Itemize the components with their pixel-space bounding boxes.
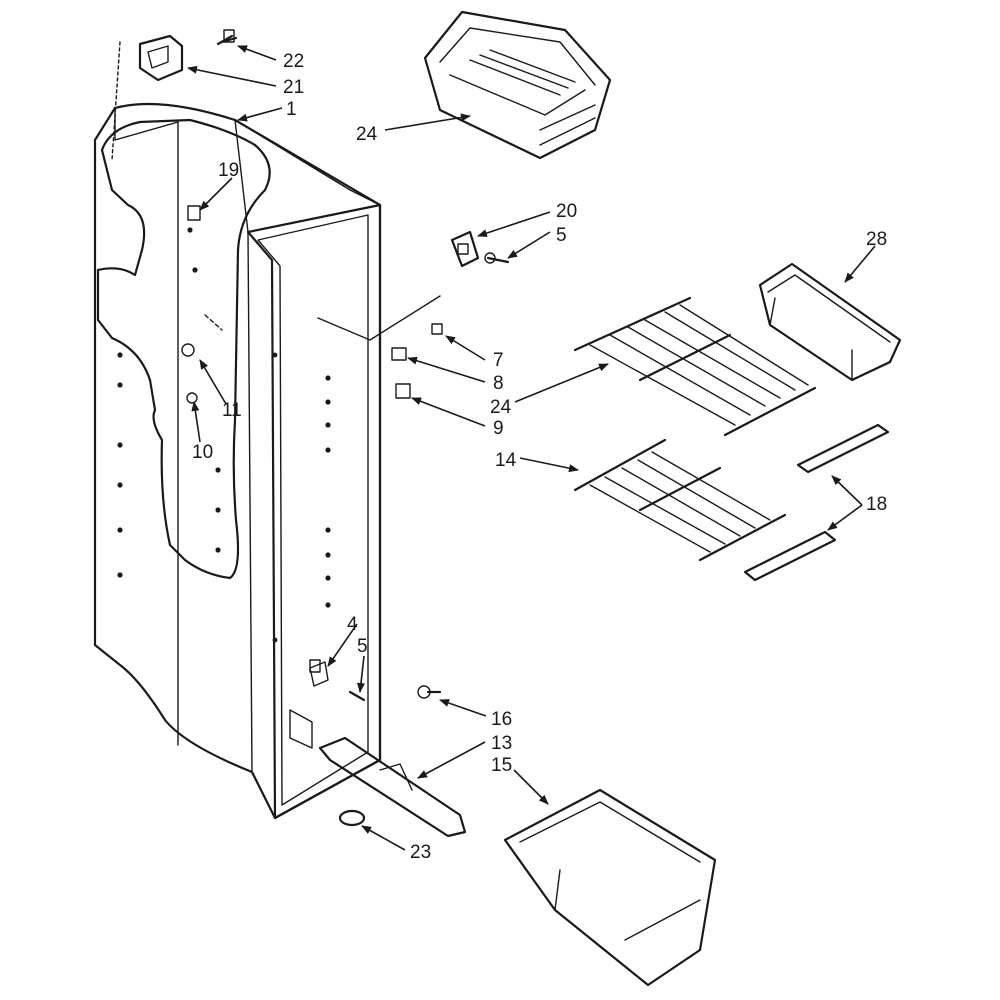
door-bin-part-28 (758, 262, 902, 382)
screw-part-16 (417, 685, 442, 699)
plug-part-22 (338, 809, 366, 827)
rail-part-18 (743, 423, 890, 582)
callout-21: 22 (283, 51, 304, 72)
screw-part-5-upper (484, 252, 510, 264)
cabinet-liner (93, 102, 441, 820)
wire-shelf-part-14 (573, 438, 787, 562)
callout-labels: 22 21 1 24 19 20 5 28 7 8 24 11 9 10 14 … (192, 51, 887, 863)
callout-5-lower: 5 (357, 636, 368, 657)
callout-13: 13 (491, 733, 512, 754)
callout-5-upper: 5 (556, 225, 567, 246)
callout-22: 23 (410, 842, 431, 863)
callout-18: 18 (866, 494, 887, 515)
callout-24: 24 (490, 397, 512, 418)
callout-9: 9 (493, 418, 504, 439)
callout-10: 10 (192, 442, 213, 463)
bracket-part-20 (111, 34, 184, 161)
clip-part-8 (391, 347, 407, 361)
callout-4: 4 (347, 614, 358, 635)
callout-8: 8 (493, 373, 504, 394)
shelf-support-holes (117, 227, 331, 643)
callout-28: 28 (866, 229, 887, 250)
bin-part-15 (503, 788, 717, 987)
callout-23: 24 (356, 124, 378, 145)
bin-part-23 (423, 10, 612, 160)
clip-part-9 (395, 383, 411, 399)
bracket-part-4 (309, 661, 329, 687)
callout-11: 11 (222, 400, 242, 421)
callout-19: 20 (556, 201, 577, 222)
clip-part-19 (450, 230, 480, 268)
callout-7: 7 (493, 350, 504, 371)
screw-part-21 (216, 29, 238, 46)
screw-part-5-lower (348, 690, 366, 702)
support-bracket-part-13 (318, 736, 467, 838)
callout-15: 15 (491, 755, 512, 776)
clip-part-7 (431, 323, 443, 335)
callout-16: 16 (491, 709, 512, 730)
callout-17: 19 (218, 160, 239, 181)
wire-shelf-part-24 (573, 296, 817, 437)
callout-14: 14 (495, 450, 517, 471)
leader-lines (187, 45, 876, 851)
callout-20: 21 (283, 77, 304, 98)
callout-1: 1 (286, 99, 297, 120)
